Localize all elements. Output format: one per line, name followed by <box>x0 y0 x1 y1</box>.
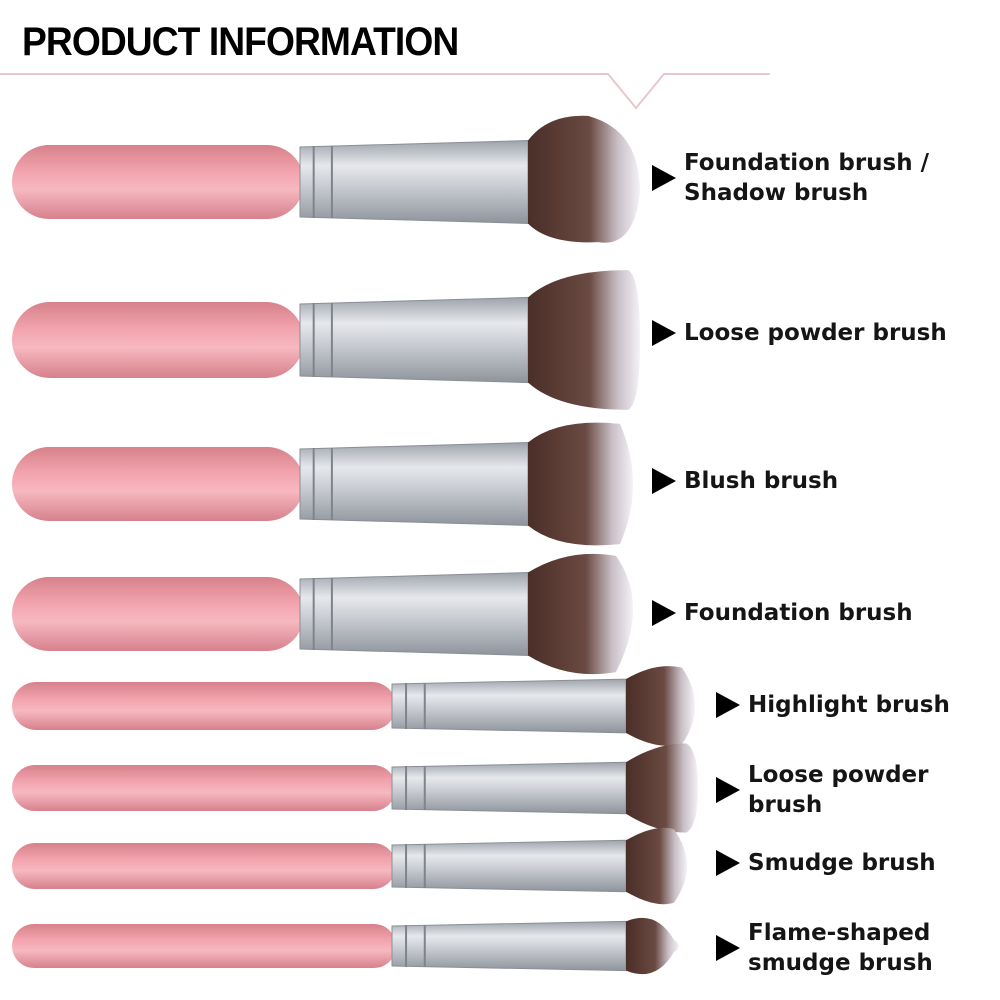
brush-label-line: Foundation brush <box>684 600 913 626</box>
brush-label-line: Shadow brush <box>684 180 869 206</box>
brush-label-line: Blush brush <box>684 468 839 494</box>
brush-bristles <box>626 827 687 905</box>
pointer-arrow-icon <box>652 320 676 346</box>
brush-label-line: smudge brush <box>748 950 933 976</box>
brush-label-line: Flame-shaped <box>748 920 931 946</box>
brush-label-line: Foundation brush / <box>684 150 930 176</box>
brush-handle <box>12 447 304 521</box>
pointer-arrow-icon <box>652 468 676 494</box>
brush-label: Foundation brush / Shadow brush <box>652 148 929 208</box>
brush-ferrule <box>391 920 627 972</box>
brush-label: Blush brush <box>652 466 838 496</box>
brush-ferrule <box>391 678 627 734</box>
brush-bristles <box>626 743 698 833</box>
brush-bristles <box>528 553 633 675</box>
brush-handle <box>12 765 396 811</box>
brush-handle <box>12 577 304 651</box>
brush-bristles <box>528 115 640 243</box>
brush-ferrule <box>299 296 529 384</box>
brush-ferrule <box>299 140 529 224</box>
brush-label-line: brush <box>748 792 823 818</box>
brush-label: Highlight brush <box>716 690 950 720</box>
brush-handle <box>12 843 396 889</box>
brush-handle <box>12 145 304 219</box>
pointer-arrow-icon <box>716 777 740 803</box>
brush-label: Flame-shaped smudge brush <box>716 918 933 978</box>
pointer-arrow-icon <box>652 600 676 626</box>
brush-handle <box>12 682 396 730</box>
pointer-arrow-icon <box>652 165 676 191</box>
brush-bristles <box>528 270 640 410</box>
brush-label: Loose powder brush <box>716 760 928 820</box>
brush-label: Foundation brush <box>652 598 913 628</box>
brush-ferrule <box>391 761 627 815</box>
brush-bristles <box>626 666 695 746</box>
brush-bristles <box>626 917 679 975</box>
pointer-arrow-icon <box>716 692 740 718</box>
brush-ferrule <box>299 572 529 656</box>
brush-handle <box>12 302 304 378</box>
brush-label: Smudge brush <box>716 848 936 878</box>
brush-label-line: Highlight brush <box>748 692 950 718</box>
brush-label-line: Loose powder <box>748 762 929 788</box>
brush-label-line: Smudge brush <box>748 850 936 876</box>
pointer-arrow-icon <box>716 850 740 876</box>
brush-ferrule <box>391 839 627 893</box>
pointer-arrow-icon <box>716 935 740 961</box>
brush-label: Loose powder brush <box>652 318 947 348</box>
page-title: PRODUCT INFORMATION <box>22 20 459 64</box>
brush-handle <box>12 924 396 968</box>
header-divider <box>0 73 770 110</box>
brush-label-line: Loose powder brush <box>684 320 947 346</box>
brush-ferrule <box>299 442 529 526</box>
brush-bristles <box>528 422 633 546</box>
